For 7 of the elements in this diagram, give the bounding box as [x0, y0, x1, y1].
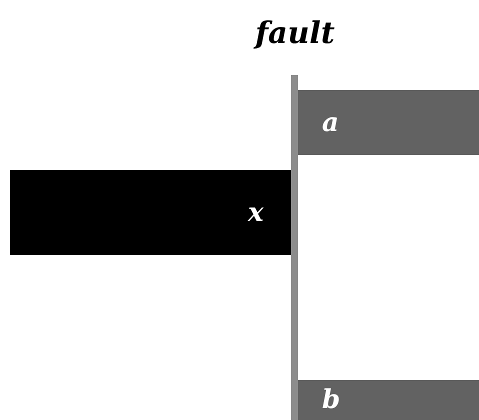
fault-label: fault — [252, 15, 336, 53]
layer-label: x — [248, 198, 264, 228]
layer-label: a — [322, 108, 339, 138]
rock-layer — [298, 380, 479, 420]
rock-layer — [298, 90, 479, 155]
layer-label: b — [322, 385, 340, 415]
rock-layer — [10, 170, 291, 255]
